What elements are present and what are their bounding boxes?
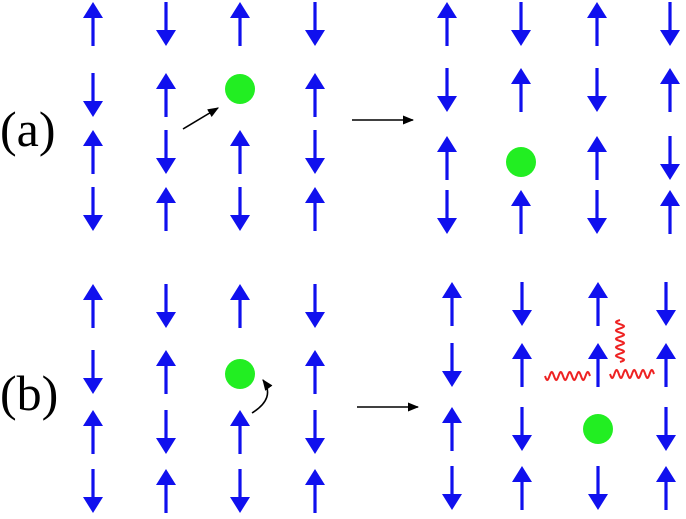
panel-b-after-spin-down-arrow bbox=[442, 466, 462, 510]
panel-b-after-spin-up-arrow bbox=[588, 282, 608, 326]
panel-label-b: (b) bbox=[0, 365, 58, 421]
panel-a-after-spin-down-arrow bbox=[660, 136, 680, 180]
panel-a-after-spin-up-arrow bbox=[660, 68, 680, 112]
panel-b-before-spin-down-arrow bbox=[83, 350, 103, 394]
panel-a-after-spin-down-arrow bbox=[587, 190, 607, 234]
panel-b-after-spin-down-arrow bbox=[656, 282, 676, 326]
panel-a-after-spin-up-arrow bbox=[511, 190, 531, 234]
hop-arrow-a bbox=[182, 107, 219, 130]
panel-b-before-lattice bbox=[83, 284, 325, 513]
panel-a-after-spin-down-arrow bbox=[437, 68, 457, 112]
panel-b-after-spin-up-arrow bbox=[512, 466, 532, 510]
magnon-excitations bbox=[544, 319, 655, 382]
panel-a-before-spin-up-arrow bbox=[83, 2, 103, 46]
panel-a-after-hole bbox=[506, 147, 536, 177]
panel-b-after-spin-down-arrow bbox=[442, 343, 462, 387]
panel-b-after-spin-up-arrow bbox=[656, 466, 676, 510]
panel-a-before-spin-up-arrow bbox=[156, 73, 176, 117]
panel-a-before-spin-up-arrow bbox=[305, 187, 325, 231]
panel-b-after-spin-down-arrow bbox=[512, 407, 532, 451]
panel-b-after-spin-down-arrow bbox=[512, 282, 532, 326]
hop-arrow-b bbox=[251, 379, 273, 414]
panel-a-before-lattice bbox=[83, 2, 325, 231]
panel-b-before-spin-down-arrow bbox=[83, 469, 103, 513]
magnon-wavy-line bbox=[609, 368, 655, 380]
panel-a-after-spin-up-arrow bbox=[587, 2, 607, 46]
panel-a-before-spin-down-arrow bbox=[83, 73, 103, 117]
panel-b-before-spin-up-arrow bbox=[305, 350, 325, 394]
magnon-wavy-line bbox=[544, 370, 591, 382]
panel-b-after-lattice bbox=[442, 282, 676, 510]
panel-b-before-spin-up-arrow bbox=[156, 350, 176, 394]
panel-b-before-spin-down-arrow bbox=[305, 410, 325, 454]
panel-a-before-spin-up-arrow bbox=[230, 2, 250, 46]
panel-b-before-spin-up-arrow bbox=[156, 469, 176, 513]
panel-b-after-spin-down-arrow bbox=[588, 466, 608, 510]
panel-b-before-spin-up-arrow bbox=[230, 410, 250, 454]
panel-b-after-hole bbox=[583, 414, 613, 444]
magnon-wavy-line bbox=[614, 319, 626, 363]
panel-a-before-spin-up-arrow bbox=[230, 130, 250, 174]
panel-b-after-spin-up-arrow bbox=[442, 407, 462, 451]
panel-a-after-spin-down-arrow bbox=[511, 2, 531, 46]
panel-a-before-spin-down-arrow bbox=[230, 187, 250, 231]
panel-a-before-spin-down-arrow bbox=[305, 2, 325, 46]
panel-b-before-spin-down-arrow bbox=[156, 284, 176, 328]
panel-a-after-spin-up-arrow bbox=[660, 190, 680, 234]
panel-b-after-spin-up-arrow bbox=[442, 282, 462, 326]
panel-a-after-spin-up-arrow bbox=[511, 68, 531, 112]
panel-a-before-spin-down-arrow bbox=[83, 187, 103, 231]
panel-b-before-spin-down-arrow bbox=[230, 469, 250, 513]
panel-b-after-spin-up-arrow bbox=[588, 343, 608, 387]
panel-a-after-spin-up-arrow bbox=[437, 2, 457, 46]
panel-label-a: (a) bbox=[0, 101, 56, 157]
panel-a-before-spin-up-arrow bbox=[156, 187, 176, 231]
panel-b-before-hole bbox=[225, 359, 255, 389]
panel-a-before-spin-down-arrow bbox=[156, 130, 176, 174]
panel-b-after-spin-down-arrow bbox=[656, 407, 676, 451]
panel-b-after-spin-up-arrow bbox=[512, 343, 532, 387]
panel-b-before-spin-up-arrow bbox=[230, 284, 250, 328]
panel-a-after-spin-up-arrow bbox=[587, 136, 607, 180]
panel-a-after-spin-down-arrow bbox=[587, 68, 607, 112]
panel-a-before-spin-down-arrow bbox=[156, 2, 176, 46]
panel-b-before-spin-up-arrow bbox=[83, 284, 103, 328]
panel-a-after-spin-up-arrow bbox=[437, 136, 457, 180]
panel-a-before-hole bbox=[225, 74, 255, 104]
panel-b-before-spin-down-arrow bbox=[305, 284, 325, 328]
panel-a-before-spin-up-arrow bbox=[305, 73, 325, 117]
panel-a-after-lattice bbox=[437, 2, 680, 234]
panel-a-before-spin-up-arrow bbox=[83, 130, 103, 174]
panel-b-before-spin-up-arrow bbox=[305, 469, 325, 513]
panel-b-before-spin-up-arrow bbox=[83, 410, 103, 454]
panel-b-after-spin-up-arrow bbox=[656, 343, 676, 387]
panel-a-after-spin-down-arrow bbox=[660, 2, 680, 46]
panel-a-after-spin-down-arrow bbox=[437, 190, 457, 234]
panel-a-before-spin-down-arrow bbox=[305, 130, 325, 174]
panel-b-before-spin-down-arrow bbox=[156, 410, 176, 454]
